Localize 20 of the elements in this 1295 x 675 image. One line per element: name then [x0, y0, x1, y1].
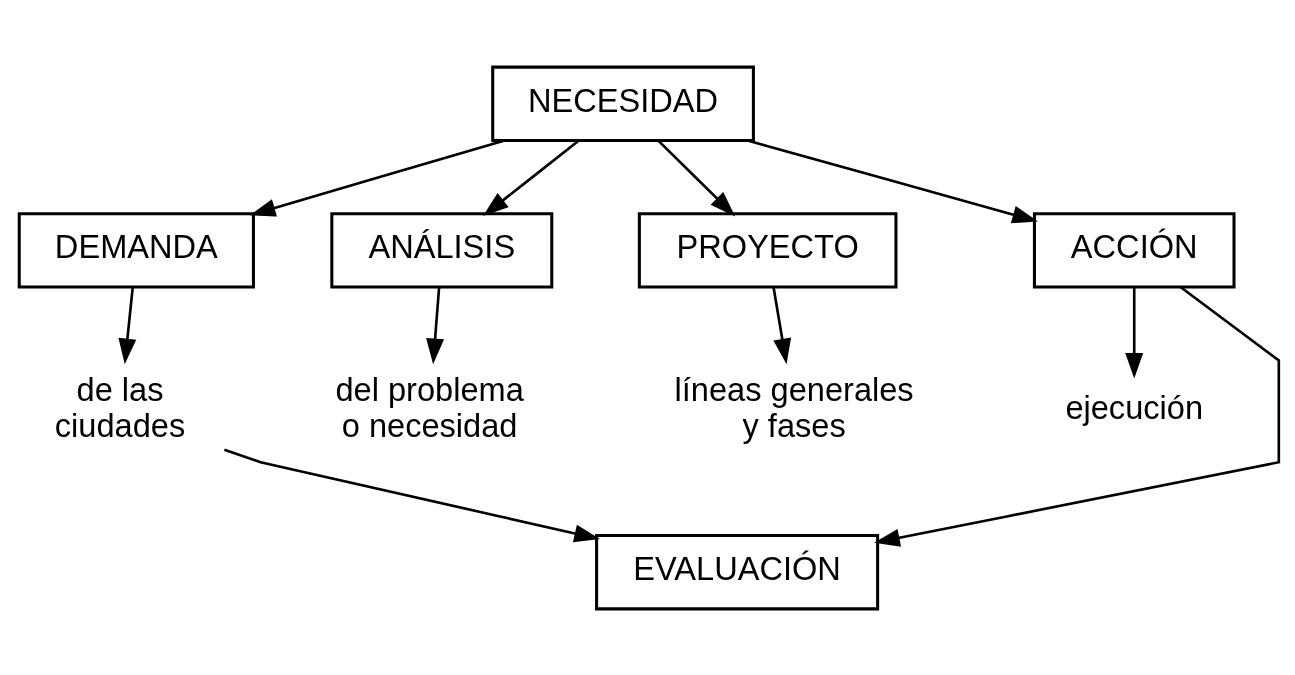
arrow [426, 286, 445, 364]
arrow [772, 286, 792, 364]
node-box: DEMANDA [17, 211, 255, 289]
node-text: del problema o necesidad [335, 371, 524, 444]
node-box: PROYECTO [637, 211, 898, 289]
node-box: ANÁLISIS [330, 211, 554, 289]
node-text: ejecución [1065, 389, 1204, 426]
arrow [747, 138, 1038, 223]
node-box: EVALUACIÓN [595, 533, 880, 610]
arrow [118, 286, 137, 364]
arrow [657, 139, 736, 216]
arrow [249, 138, 505, 217]
node-text: de las ciudades [54, 371, 186, 444]
node-text: líneas generales y fases [674, 371, 914, 444]
node-box: NECESIDAD [491, 65, 755, 142]
arrow [1125, 286, 1144, 379]
node-box: ACCIÓN [1032, 211, 1236, 289]
arrow [223, 447, 600, 542]
arrow [482, 139, 580, 216]
arrow [874, 285, 1281, 547]
